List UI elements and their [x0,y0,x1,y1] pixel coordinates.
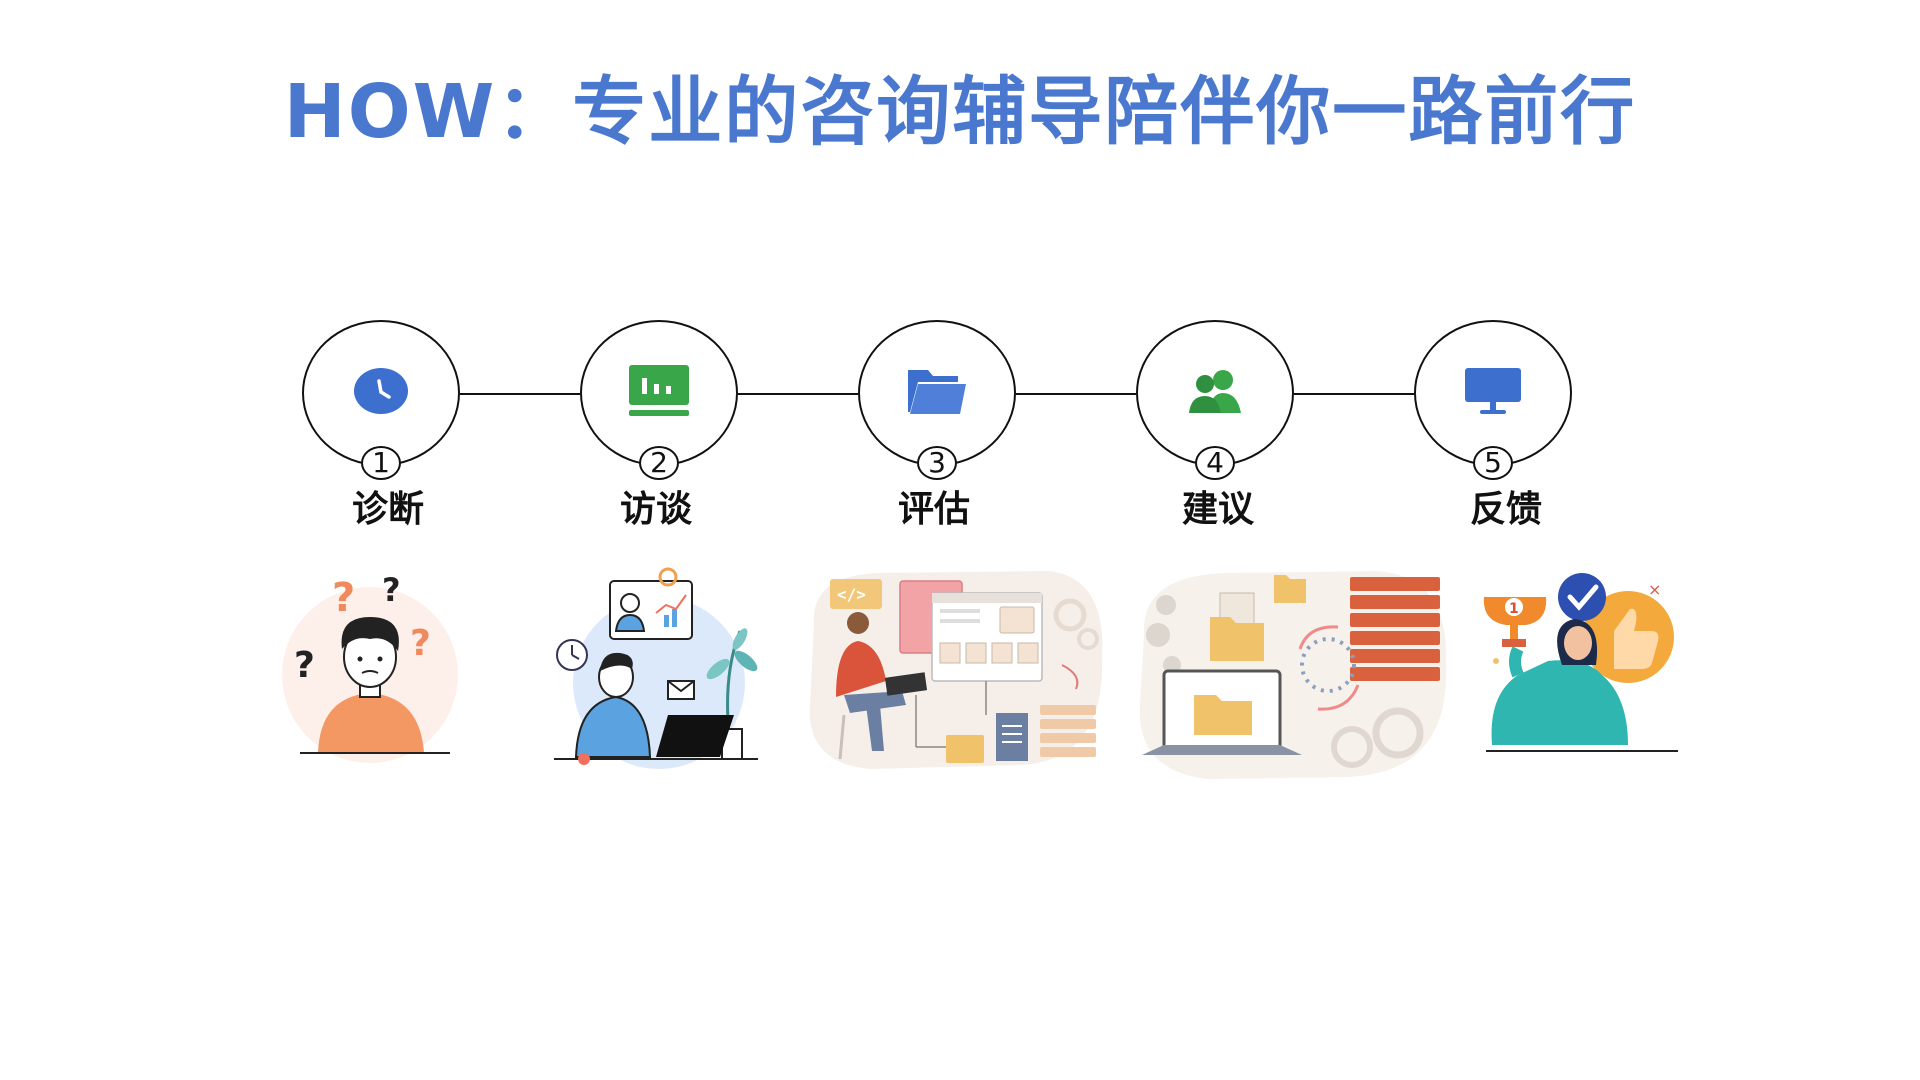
step-number-badge: 2 [639,446,679,480]
monitor-icon [1464,367,1522,419]
step-number-badge: 1 [361,446,401,480]
timeline-connector [1016,393,1136,395]
clock-icon [353,367,409,419]
step-5-circle[interactable]: 5 [1414,320,1572,480]
step-label: 反馈 [1469,489,1542,530]
svg-text:?: ? [332,575,355,621]
svg-text:×: × [1648,580,1661,599]
timeline-connector [738,393,858,395]
step-label: 评估 [897,489,970,530]
svg-text:?: ? [410,623,431,664]
step-number-badge: 4 [1195,446,1235,480]
folder-icon [906,366,968,420]
step-1-circle[interactable]: 1 [302,320,460,480]
data-analysis-illustration: </> [800,565,1110,775]
svg-text:?: ? [382,571,401,609]
confused-person-illustration: ? ? ? ? [280,565,460,765]
file-processing-illustration [1128,565,1458,785]
svg-text:?: ? [294,645,315,686]
step-2-circle[interactable]: 2 [580,320,738,480]
timeline-connector [460,393,580,395]
users-icon [1185,367,1245,419]
step-4-circle[interactable]: 4 [1136,320,1294,480]
svg-text:1: 1 [1509,601,1519,617]
timeline-connector [1294,393,1414,395]
page-title: HOW：专业的咨询辅导陪伴你一路前行 [283,69,1637,155]
trophy-success-illustration: × 1 [1478,565,1688,765]
step-label: 建议 [1181,489,1254,530]
step-3-circle[interactable]: 3 [858,320,1016,480]
step-number-badge: 5 [1473,446,1513,480]
step-label: 诊断 [351,489,424,530]
video-interview-illustration [544,565,774,770]
chart-presentation-icon [628,364,690,422]
process-timeline: 1 诊断 2 访谈 3 评估 [0,320,1920,550]
step-number-badge: 3 [917,446,957,480]
step-label: 访谈 [619,489,692,530]
svg-text:</>: </> [837,585,866,604]
